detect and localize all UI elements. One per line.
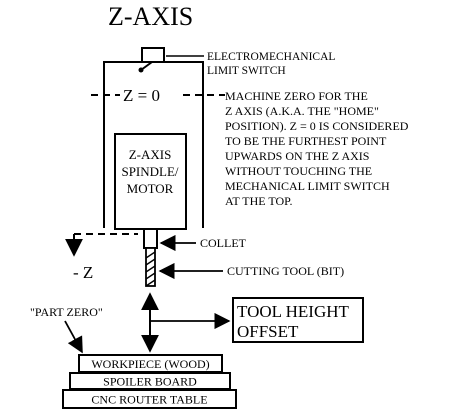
router-table-label: CNC ROUTER TABLE (91, 393, 207, 407)
machine-zero-note-line: TO BE THE FURTHEST POINT (225, 134, 387, 148)
collet (143, 228, 158, 249)
cutting-tool-bit (145, 247, 156, 287)
spoiler-board-label: SPOILER BOARD (103, 375, 197, 389)
limit-switch-icon (138, 47, 165, 73)
machine-zero-note: MACHINE ZERO FOR THE Z AXIS (A.K.A. THE … (225, 89, 409, 208)
limit-switch-label-line1: ELECTROMECHANICAL (207, 51, 335, 63)
spindle-label-line1: Z-AXIS (129, 147, 172, 162)
router-table-block (62, 389, 237, 409)
machine-zero-note-line: UPWARDS ON THE Z AXIS (225, 149, 369, 163)
machine-zero-note-line: MECHANICAL LIMIT SWITCH (225, 179, 390, 193)
tool-height-offset-box (232, 297, 364, 343)
collet-label: COLLET (200, 236, 247, 250)
spindle-label-line3: MOTOR (127, 181, 174, 196)
spindle-motor-box (114, 133, 187, 230)
machine-zero-note-line: POSITION). Z = 0 IS CONSIDERED (225, 119, 409, 133)
limit-switch-label-line2: LIMIT SWITCH (207, 65, 286, 77)
z-zero-label: Z = 0 (123, 86, 160, 105)
machine-zero-note-line: Z AXIS (A.K.A. THE "HOME" (225, 104, 379, 118)
machine-zero-note-line: WITHOUT TOUCHING THE (225, 164, 372, 178)
diagram-title: Z-AXIS (108, 2, 193, 31)
tool-height-offset-line1: TOOL HEIGHT (237, 302, 350, 321)
machine-zero-note-line: AT THE TOP. (225, 194, 292, 208)
cutting-tool-flutes (145, 251, 156, 287)
tool-height-offset-line2: OFFSET (237, 322, 299, 341)
machine-zero-note-line: MACHINE ZERO FOR THE (225, 89, 368, 103)
cutting-tool-label: CUTTING TOOL (BIT) (227, 264, 344, 278)
spindle-label-line2: SPINDLE/ (121, 164, 178, 179)
workpiece-label: WORKPIECE (WOOD) (91, 357, 209, 371)
part-zero-arrow (64, 320, 83, 354)
part-zero-label: "PART ZERO" (30, 305, 103, 319)
neg-z-label: - Z (73, 263, 93, 282)
